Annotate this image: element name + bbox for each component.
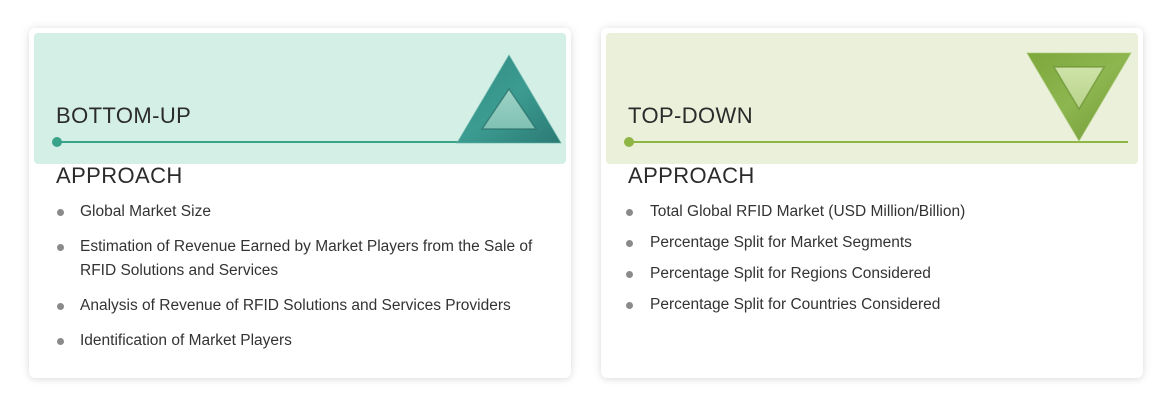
list-item: Percentage Split for Countries Considere… (626, 293, 1126, 317)
bullet-icon (57, 209, 64, 216)
bottom-up-header: BOTTOM-UP APPROACH (34, 33, 566, 188)
bullet-icon (626, 302, 633, 309)
bottom-up-divider (52, 137, 556, 147)
top-down-header: TOP-DOWN APPROACH (606, 33, 1138, 188)
top-down-title-line2: APPROACH (628, 163, 755, 188)
list-item-text: Percentage Split for Regions Considered (650, 265, 931, 282)
bullet-icon (626, 209, 633, 216)
bottom-up-list: Global Market Size Estimation of Revenue… (57, 200, 557, 364)
bullet-icon (57, 244, 64, 251)
bottom-up-card: BOTTOM-UP APPROACH (29, 28, 571, 378)
list-item-text: Percentage Split for Market Segments (650, 234, 912, 251)
top-down-title: TOP-DOWN APPROACH (628, 71, 755, 221)
list-item-text: Percentage Split for Countries Considere… (650, 296, 941, 313)
list-item: Identification of Market Players (57, 329, 557, 353)
top-down-divider (624, 137, 1128, 147)
list-item: Analysis of Revenue of RFID Solutions an… (57, 294, 557, 318)
top-down-list: Total Global RFID Market (USD Million/Bi… (626, 200, 1126, 324)
bottom-up-title-line1: BOTTOM-UP (56, 103, 192, 128)
top-down-card: TOP-DOWN APPROACH (601, 28, 1143, 378)
bullet-icon (57, 303, 64, 310)
list-item: Percentage Split for Market Segments (626, 231, 1126, 255)
bullet-icon (626, 271, 633, 278)
bottom-up-title-line2: APPROACH (56, 163, 183, 188)
bullet-icon (57, 338, 64, 345)
top-down-divider-dot (624, 137, 634, 147)
list-item: Total Global RFID Market (USD Million/Bi… (626, 200, 1126, 224)
bullet-icon (626, 240, 633, 247)
top-down-title-line1: TOP-DOWN (628, 103, 754, 128)
list-item-text: Identification of Market Players (80, 332, 292, 349)
triangle-down-icon (1026, 52, 1132, 142)
bottom-up-title: BOTTOM-UP APPROACH (56, 71, 191, 221)
triangle-up-icon (456, 54, 562, 144)
list-item-text: Total Global RFID Market (USD Million/Bi… (650, 203, 966, 220)
list-item-text: Global Market Size (80, 203, 211, 220)
list-item: Global Market Size (57, 200, 557, 224)
list-item-text: Analysis of Revenue of RFID Solutions an… (80, 297, 511, 314)
list-item: Estimation of Revenue Earned by Market P… (57, 235, 557, 283)
list-item: Percentage Split for Regions Considered (626, 262, 1126, 286)
list-item-text: Estimation of Revenue Earned by Market P… (80, 238, 533, 279)
bottom-up-divider-dot (52, 137, 62, 147)
